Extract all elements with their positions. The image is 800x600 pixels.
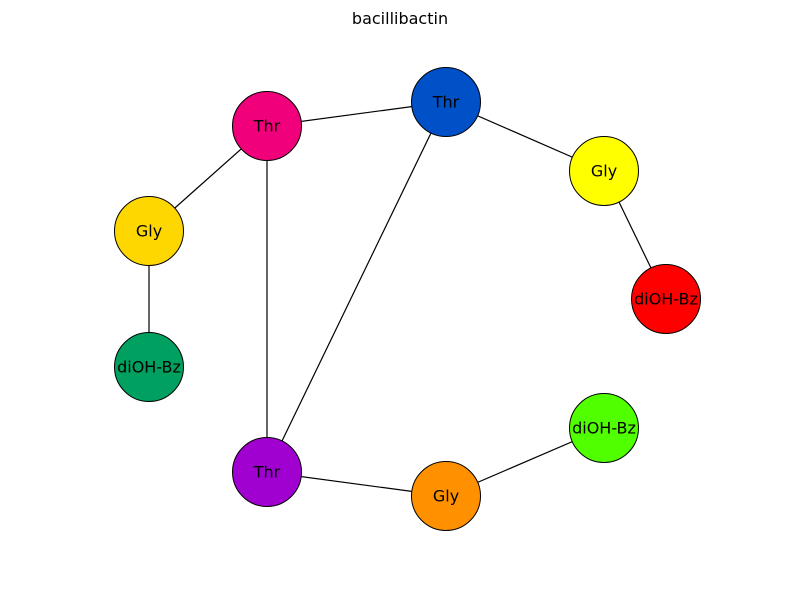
node-label-bz3: diOH-Bz <box>572 419 636 438</box>
edge-thr2-thr3 <box>266 101 447 473</box>
node-bz3: diOH-Bz <box>569 393 639 463</box>
node-gly3: Gly <box>411 461 481 531</box>
node-label-gly3: Gly <box>433 487 459 506</box>
node-label-gly1: Gly <box>591 162 617 181</box>
node-gly1: Gly <box>569 136 639 206</box>
node-label-thr2: Thr <box>432 93 460 112</box>
node-gly2: Gly <box>114 196 184 266</box>
node-circle-bz2 <box>114 332 184 402</box>
node-thr3: Thr <box>232 437 302 507</box>
node-circle-thr2 <box>411 67 481 137</box>
node-bz2: diOH-Bz <box>114 332 184 402</box>
node-bz1: diOH-Bz <box>631 264 701 334</box>
graph-title: bacillibactin <box>351 9 449 28</box>
node-circle-thr1 <box>232 91 302 161</box>
node-label-thr1: Thr <box>253 117 281 136</box>
node-circle-bz3 <box>569 393 639 463</box>
node-label-thr3: Thr <box>253 463 281 482</box>
node-label-bz2: diOH-Bz <box>117 358 181 377</box>
node-circle-bz1 <box>631 264 701 334</box>
node-thr1: Thr <box>232 91 302 161</box>
node-label-bz1: diOH-Bz <box>634 290 698 309</box>
node-circle-gly1 <box>569 136 639 206</box>
node-thr2: Thr <box>411 67 481 137</box>
node-circle-gly2 <box>114 196 184 266</box>
node-circle-thr3 <box>232 437 302 507</box>
node-circle-gly3 <box>411 461 481 531</box>
node-label-gly2: Gly <box>136 222 162 241</box>
